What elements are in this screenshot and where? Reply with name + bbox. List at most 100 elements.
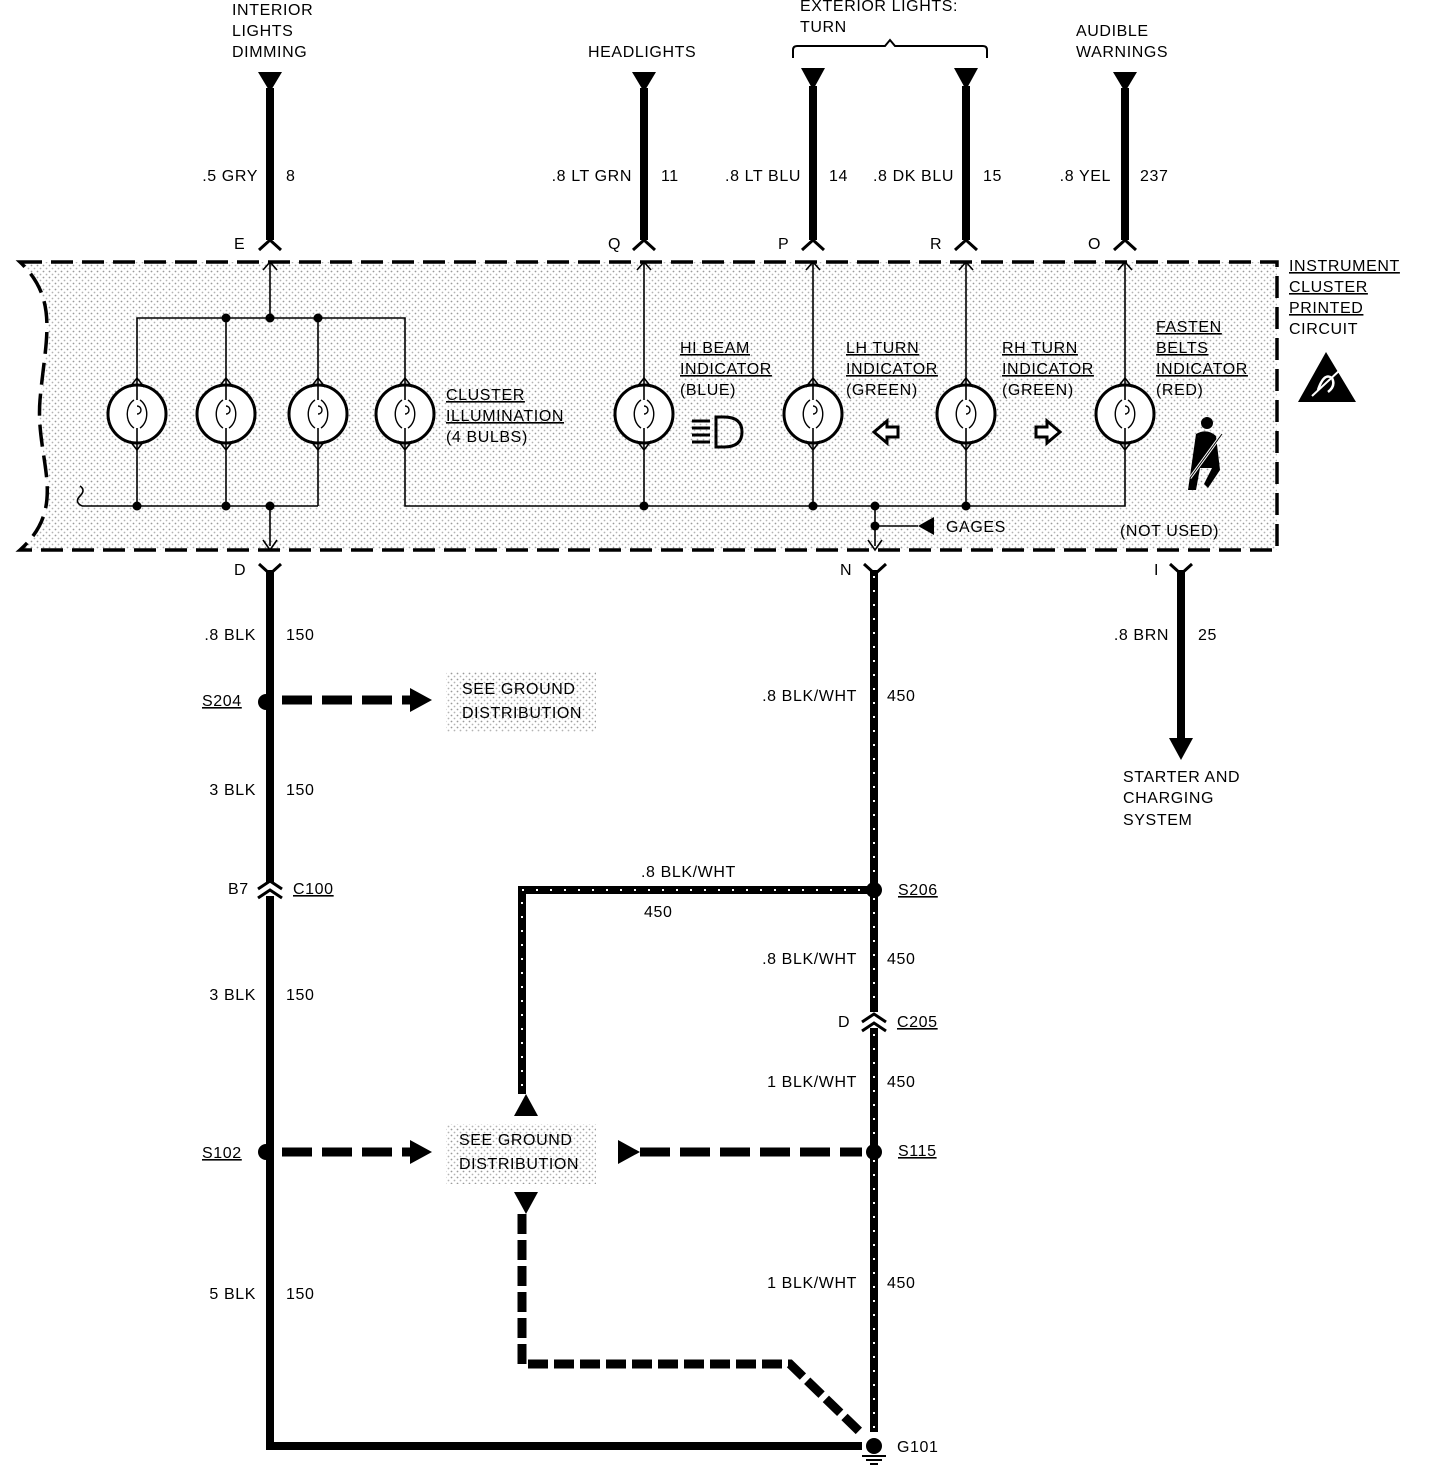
- headlight-icon: [692, 415, 744, 449]
- c205-pin-label: D: [838, 1014, 850, 1031]
- top-wire-labels: .5 GRY 8 .8 LT GRN 11 .8 LT BLU 14 .8 DK…: [202, 168, 1168, 185]
- bottom-pin-chevrons: [257, 562, 1194, 577]
- pin-q: Q: [608, 236, 621, 253]
- lhturn-2: INDICATOR: [846, 361, 938, 378]
- interior-line-3: DIMMING: [232, 44, 307, 61]
- splice-s204-dot: [258, 694, 274, 710]
- see-ground-leads: [282, 688, 862, 1214]
- fasten-2: BELTS: [1156, 340, 1209, 357]
- lb-color-3: 3 BLK: [209, 987, 256, 1004]
- pin-r: R: [930, 236, 942, 253]
- top-pin-labels: E Q P R O: [234, 236, 1101, 253]
- illum-2: ILLUMINATION: [446, 408, 564, 425]
- hibeam-2: INDICATOR: [680, 361, 772, 378]
- c100-label: C100: [293, 881, 334, 898]
- wire-8-circuit: 8: [286, 168, 296, 185]
- hibeam-3: (BLUE): [680, 382, 736, 399]
- wire-circuit-11: [632, 72, 656, 240]
- starter-line-3: SYSTEM: [1123, 812, 1192, 829]
- brn-circuit: 25: [1198, 627, 1217, 644]
- gages-arrow: [918, 517, 934, 535]
- interior-line-2: LIGHTS: [232, 23, 293, 40]
- ground-wire-150: [266, 570, 862, 1450]
- wire-circuit-8: [258, 72, 282, 240]
- top-destination-labels: INTERIOR LIGHTS DIMMING HEADLIGHTS EXTER…: [232, 0, 1168, 61]
- fasten-4: (RED): [1156, 382, 1203, 399]
- not-used-label: (NOT USED): [1120, 523, 1219, 540]
- see-ground-labels: SEE GROUND DISTRIBUTION SEE GROUND DISTR…: [459, 681, 582, 1173]
- hw-circuit: 450: [644, 904, 673, 921]
- wire-15-circuit: 15: [983, 168, 1002, 185]
- splice-s206-dot: [866, 882, 882, 898]
- rb-color-4: 1 BLK/WHT: [767, 1275, 857, 1292]
- c100-pin-label: B7: [228, 881, 249, 898]
- wire-circuit-14: [801, 68, 825, 240]
- rb-circuit-2: 450: [887, 951, 916, 968]
- lb-circuit-2: 150: [286, 782, 315, 799]
- wire-circuit-15: [954, 68, 978, 240]
- interior-line-1: INTERIOR: [232, 2, 313, 19]
- ground-wire-450: [517, 570, 878, 1436]
- right-branch-labels: .8 BLK/WHT 450 .8 BLK/WHT 450 1 BLK/WHT …: [641, 688, 939, 1456]
- rb-color-1: .8 BLK/WHT: [762, 688, 857, 705]
- s102-label: S102: [202, 1145, 242, 1162]
- splice-s115-dot: [866, 1144, 882, 1160]
- pin-n: N: [840, 562, 852, 579]
- right-arrow-icon: [1034, 417, 1063, 447]
- hibeam-1: HI BEAM: [680, 340, 750, 357]
- left-arrow-icon: [871, 417, 900, 447]
- lhturn-3: (GREEN): [846, 382, 918, 399]
- pin-p: P: [778, 236, 789, 253]
- exterior-lights-bracket: [792, 38, 988, 58]
- c205-connector: [861, 1012, 887, 1033]
- rb-circuit-1: 450: [887, 688, 916, 705]
- gages-label: GAGES: [946, 519, 1006, 536]
- wire-11-circuit: 11: [661, 168, 679, 185]
- rb-circuit-3: 450: [887, 1074, 916, 1091]
- starter-line-1: STARTER AND: [1123, 769, 1240, 786]
- cluster-title-1: INSTRUMENT: [1289, 258, 1400, 275]
- wire-11-color: .8 LT GRN: [552, 168, 632, 185]
- lb-color-4: 5 BLK: [209, 1286, 256, 1303]
- lb-circuit-1: 150: [286, 627, 315, 644]
- top-wires: [257, 68, 1138, 380]
- lb-color-1: .8 BLK: [204, 627, 256, 644]
- see-ground-2-line-1: SEE GROUND: [459, 1132, 573, 1149]
- indicator-labels: CLUSTER ILLUMINATION (4 BULBS) HI BEAM I…: [446, 319, 1248, 540]
- hw-color: .8 BLK/WHT: [641, 864, 736, 881]
- cluster-title-3: PRINTED: [1289, 300, 1363, 317]
- cluster-title-2: CLUSTER: [1289, 279, 1368, 296]
- s204-label: S204: [202, 693, 242, 710]
- ground-g101-symbol: [862, 1438, 886, 1465]
- see-ground-1-line-2: DISTRIBUTION: [462, 705, 582, 722]
- exterior-line-2: TURN: [800, 19, 847, 36]
- rhturn-1: RH TURN: [1002, 340, 1078, 357]
- fasten-3: INDICATOR: [1156, 361, 1248, 378]
- rb-color-3: 1 BLK/WHT: [767, 1074, 857, 1091]
- cluster-title: INSTRUMENT CLUSTER PRINTED CIRCUIT: [1289, 258, 1400, 338]
- rb-circuit-4: 450: [887, 1275, 916, 1292]
- wire-8-color: .5 GRY: [202, 168, 258, 185]
- lb-color-2: 3 BLK: [209, 782, 256, 799]
- g101-label: G101: [897, 1439, 939, 1456]
- seatbelt-icon: [1188, 417, 1224, 490]
- wire-237-color: .8 YEL: [1060, 168, 1111, 185]
- pin-e: E: [234, 236, 245, 253]
- top-pin-chevrons: [257, 237, 1138, 252]
- wire-15-color: .8 DK BLU: [873, 168, 954, 185]
- cluster-border: [15, 260, 1279, 552]
- c100-connector: [257, 879, 283, 900]
- rhturn-3: (GREEN): [1002, 382, 1074, 399]
- cluster-entry-arrows: [262, 260, 1133, 380]
- audible-line-2: WARNINGS: [1076, 44, 1168, 61]
- cluster-title-4: CIRCUIT: [1289, 321, 1358, 338]
- s115-label: S115: [898, 1143, 937, 1160]
- see-ground-box-1-bg: [446, 672, 596, 732]
- exterior-line-1: EXTERIOR LIGHTS:: [800, 0, 958, 15]
- pin-o: O: [1088, 236, 1101, 253]
- starter-line-2: CHARGING: [1123, 790, 1214, 807]
- see-ground-box-2-bg: [446, 1124, 596, 1184]
- s206-label: S206: [898, 882, 938, 899]
- brn-color: .8 BRN: [1114, 627, 1169, 644]
